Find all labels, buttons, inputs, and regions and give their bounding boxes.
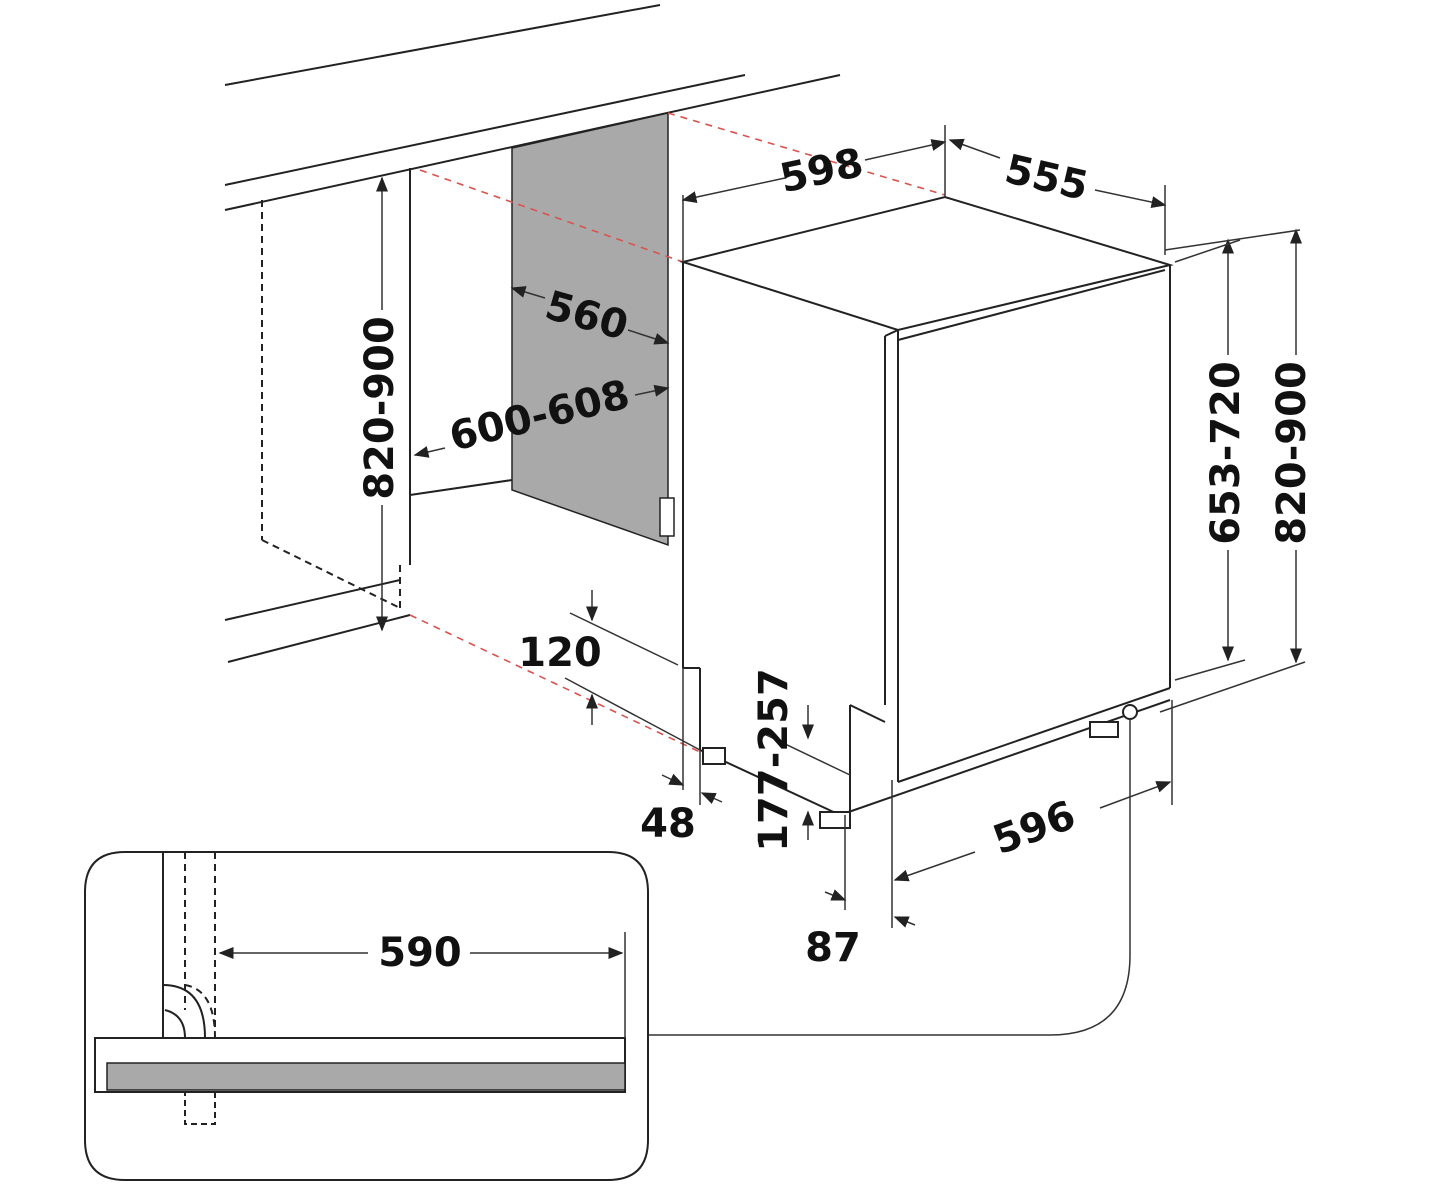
dim-653-720: 653-720: [1203, 361, 1249, 545]
countertop: [224, 4, 841, 211]
door-panel: [106, 1062, 626, 1091]
dishwasher: [679, 195, 1174, 829]
dim-555: 555: [1001, 146, 1093, 210]
dim-120: 120: [518, 630, 602, 676]
niche-back-panel: [511, 112, 669, 547]
hinge-point: [1122, 704, 1138, 720]
dim-48: 48: [640, 801, 696, 847]
detail-callout-line: [648, 719, 1131, 1036]
dim-590: 590: [378, 930, 462, 976]
dim-596: 596: [987, 792, 1081, 864]
alignment-guides: [409, 112, 946, 753]
dimension-lines: [376, 125, 1306, 928]
foot: [702, 747, 726, 765]
dim-820-900-right: 820-900: [1269, 361, 1315, 545]
dim-177-257: 177-257: [751, 668, 797, 852]
left-cabinet: [224, 168, 513, 663]
dim-87: 87: [805, 925, 861, 971]
detail-inset: [84, 851, 649, 1181]
dim-820-900-left: 820-900: [357, 316, 403, 500]
dim-598: 598: [776, 140, 867, 202]
foot: [1089, 721, 1119, 738]
foot: [819, 811, 851, 829]
